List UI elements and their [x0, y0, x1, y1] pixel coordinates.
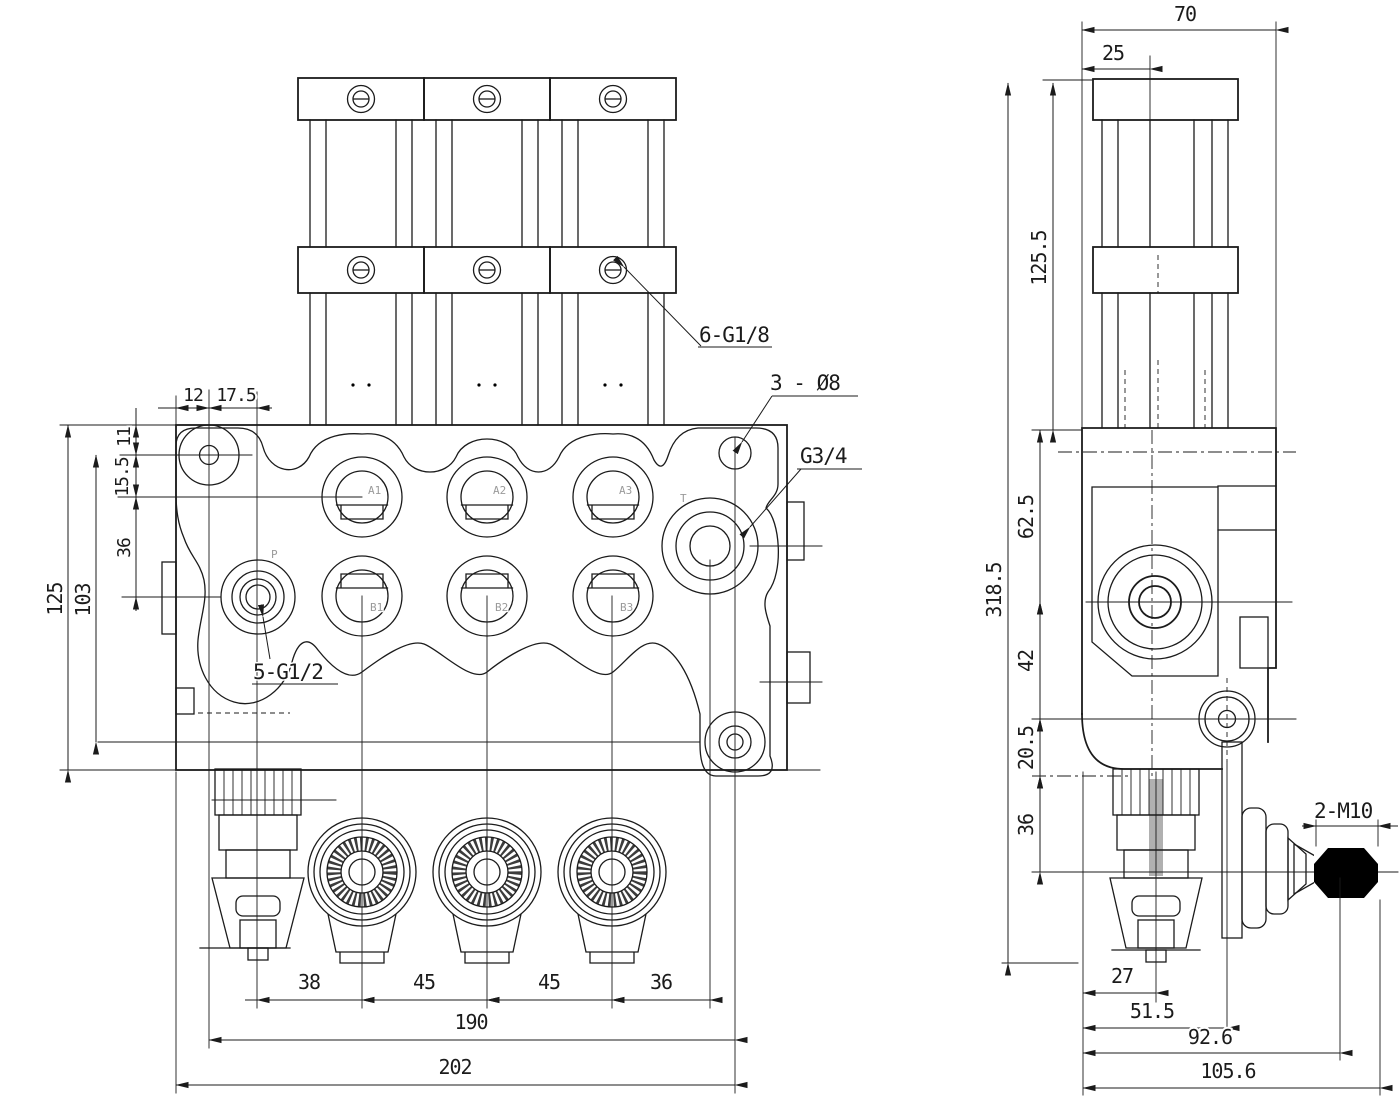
svg-text:3 - Ø8: 3 - Ø8 [770, 371, 840, 395]
port-b2: B2 [446, 555, 528, 637]
dim-125-5: 125.5 [1027, 230, 1051, 285]
port-label: B3 [620, 601, 633, 614]
dim-17-5: 17.5 [216, 385, 256, 406]
dim-70: 70 [1174, 2, 1196, 26]
callout-mounting-holes: 3 - Ø8 [732, 370, 858, 455]
wavy-plate-outline [175, 427, 779, 777]
dim-103: 103 [71, 583, 95, 616]
dim-105-6: 105.6 [1200, 1059, 1255, 1083]
port-b3: B3 [572, 555, 654, 637]
dim-12: 12 [183, 385, 203, 406]
port-a2: A2 [446, 456, 528, 538]
svg-text:2-M10: 2-M10 [1314, 799, 1373, 823]
dim-42: 42 [1014, 650, 1038, 672]
front-callouts: 6-G1/8 3 - Ø8 G3/4 5-G1/2 [252, 255, 862, 686]
dim-125: 125 [43, 582, 67, 615]
dim-92-6: 92.6 [1188, 1025, 1232, 1049]
dim-62-5: 62.5 [1014, 495, 1038, 539]
dim-36-vertical: 36 [114, 538, 135, 558]
dim-45-1: 45 [413, 970, 435, 994]
dim-38: 38 [298, 970, 320, 994]
port-a1: A1 [321, 456, 403, 538]
port-label: B2 [495, 601, 508, 614]
dim-11: 11 [114, 427, 135, 447]
dim-36-bottom: 36 [650, 970, 672, 994]
dim-25: 25 [1102, 41, 1124, 65]
front-relief-valve [199, 768, 337, 961]
front-actuator-towers [297, 77, 677, 426]
front-ports: A1 A2 A3 B1 B2 [220, 456, 759, 637]
tie-rods [309, 119, 665, 426]
side-extension-lines [1001, 21, 1381, 1096]
dim-20-5: 20.5 [1014, 726, 1038, 770]
dim-202: 202 [438, 1055, 471, 1079]
side-dimensions: 70 25 125.5 318.5 62.5 42 20.5 36 27 51.… [980, 0, 1398, 1092]
port-label: A3 [619, 484, 632, 497]
port-label: P [271, 548, 278, 561]
callout-top-ports: 6-G1/8 [613, 255, 772, 349]
callout-work-ports: 5-G1/2 [252, 604, 338, 686]
port-label: A1 [368, 484, 381, 497]
port-label: T [680, 492, 687, 505]
port-label: A2 [493, 484, 506, 497]
svg-text:6-G1/8: 6-G1/8 [699, 323, 769, 347]
svg-text:G3/4: G3/4 [800, 444, 847, 468]
dim-190: 190 [454, 1010, 487, 1034]
svg-text:5-G1/2: 5-G1/2 [253, 660, 323, 684]
side-actuator-tower [1092, 78, 1239, 429]
side-view: 70 25 125.5 318.5 62.5 42 20.5 36 27 51.… [980, 0, 1399, 1096]
handle-grip [1314, 848, 1378, 898]
front-dimensions: 12 17.5 11 15.5 36 103 125 38 [41, 383, 748, 1089]
cap-screw-icon [346, 84, 628, 285]
dim-318-5: 318.5 [982, 562, 1006, 617]
dim-51-5: 51.5 [1130, 999, 1174, 1023]
front-view: A1 A2 A3 B1 B2 [41, 77, 862, 1094]
dim-15-5: 15.5 [112, 457, 133, 497]
dim-45-2: 45 [538, 970, 560, 994]
side-valve-body [1031, 427, 1297, 792]
front-mounting-holes [119, 424, 766, 773]
port-label: B1 [370, 601, 383, 614]
dim-36-side: 36 [1014, 814, 1038, 836]
front-valve-body [161, 424, 823, 777]
tower-dots [351, 383, 623, 387]
callout-tank-port: G3/4 [739, 443, 862, 539]
front-extension-lines [59, 389, 821, 1094]
side-lever-assembly [1221, 741, 1399, 939]
port-p: P [220, 547, 296, 635]
dim-27: 27 [1111, 964, 1133, 988]
callout-lever-thread: 2-M10 [1302, 798, 1398, 830]
port-a3: A3 [572, 456, 654, 538]
